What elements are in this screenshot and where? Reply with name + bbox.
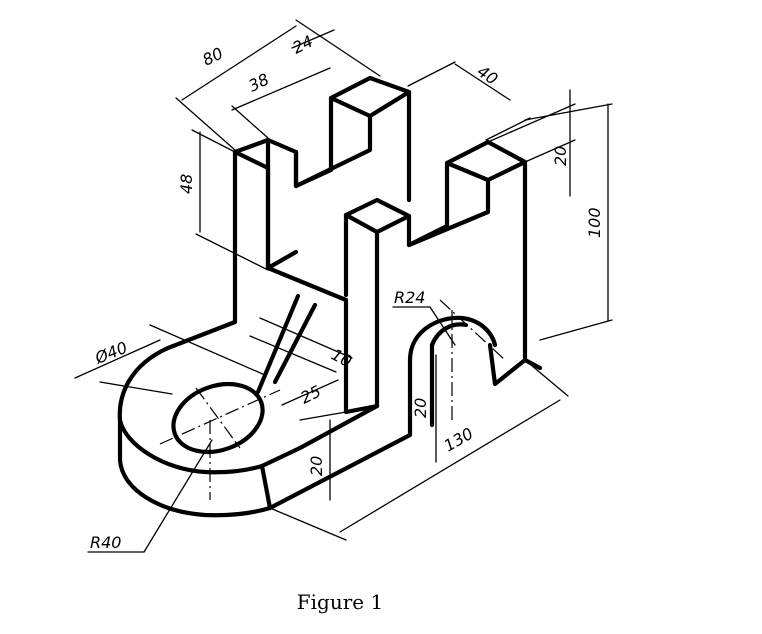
dim-24: 24 (289, 32, 316, 58)
dim-20-base: 20 (307, 456, 326, 476)
dim-100: 100 (585, 207, 604, 238)
dimension-lines (74, 19, 613, 553)
dim-80: 80 (199, 44, 226, 70)
dim-r40: R40 (90, 533, 121, 552)
figure-caption: Figure 1 (296, 590, 384, 614)
object-outline (117, 75, 543, 518)
dim-20-arch: 20 (411, 398, 430, 418)
dim-r24: R24 (394, 288, 425, 307)
dim-phi40: Ø40 (91, 338, 130, 368)
dim-38: 38 (245, 70, 272, 96)
isometric-drawing: 80 24 38 40 48 20 100 R24 Ø40 10 25 20 1… (74, 19, 613, 553)
center-lines (159, 299, 506, 500)
dim-40: 40 (474, 62, 502, 89)
dim-130: 130 (441, 424, 477, 456)
dim-20-top: 20 (551, 146, 570, 166)
dim-25: 25 (297, 382, 324, 408)
dim-48: 48 (177, 174, 196, 194)
